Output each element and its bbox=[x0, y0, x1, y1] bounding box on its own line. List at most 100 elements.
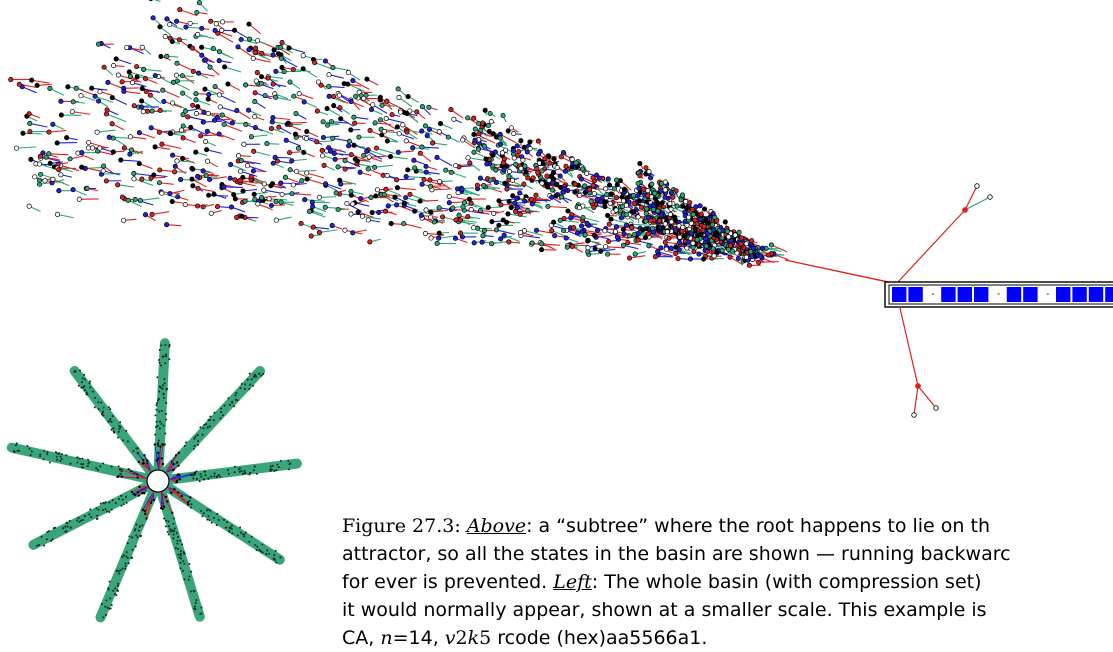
node bbox=[563, 169, 567, 173]
node bbox=[161, 508, 163, 510]
node bbox=[157, 130, 161, 134]
edge bbox=[900, 308, 918, 386]
node bbox=[397, 95, 401, 99]
node bbox=[120, 569, 122, 571]
basin-graph bbox=[12, 343, 297, 618]
node bbox=[158, 390, 160, 392]
node bbox=[420, 145, 424, 149]
node bbox=[235, 392, 237, 394]
caption-text-1: : a “subtree” where the root happens to … bbox=[526, 515, 990, 537]
node bbox=[627, 256, 631, 260]
node bbox=[352, 143, 356, 147]
node bbox=[349, 212, 353, 216]
node bbox=[575, 231, 579, 235]
node bbox=[207, 477, 209, 479]
node bbox=[157, 425, 159, 427]
node bbox=[579, 177, 583, 181]
node bbox=[9, 77, 13, 81]
node bbox=[280, 40, 284, 44]
node bbox=[56, 456, 58, 458]
node bbox=[252, 385, 254, 387]
node bbox=[173, 530, 175, 532]
node bbox=[685, 246, 689, 250]
node bbox=[202, 110, 206, 114]
node bbox=[669, 191, 673, 195]
node bbox=[125, 430, 127, 432]
node bbox=[349, 152, 353, 156]
node bbox=[43, 458, 45, 460]
node bbox=[472, 150, 476, 154]
node bbox=[622, 187, 626, 191]
node bbox=[71, 187, 75, 191]
node bbox=[569, 216, 573, 220]
node bbox=[88, 463, 90, 465]
node bbox=[310, 204, 314, 208]
node bbox=[109, 408, 111, 410]
node bbox=[591, 176, 595, 180]
node bbox=[355, 159, 359, 163]
node bbox=[160, 191, 164, 195]
node bbox=[323, 182, 327, 186]
node bbox=[621, 199, 625, 203]
node bbox=[565, 245, 569, 249]
node bbox=[31, 450, 33, 452]
arm-body bbox=[170, 464, 297, 480]
node bbox=[46, 531, 48, 533]
edge bbox=[376, 148, 394, 154]
node bbox=[219, 476, 221, 478]
node bbox=[168, 191, 172, 195]
node bbox=[188, 579, 190, 581]
node bbox=[293, 132, 297, 136]
node bbox=[170, 531, 172, 533]
node bbox=[150, 502, 152, 504]
node bbox=[239, 37, 243, 41]
node bbox=[145, 517, 147, 519]
node bbox=[669, 246, 673, 250]
edge bbox=[521, 235, 540, 237]
node bbox=[284, 138, 288, 142]
node bbox=[196, 599, 198, 601]
node bbox=[591, 183, 595, 187]
node bbox=[156, 409, 158, 411]
node bbox=[137, 447, 139, 449]
node bbox=[158, 25, 162, 29]
node bbox=[176, 532, 178, 534]
node bbox=[191, 103, 195, 107]
node bbox=[88, 513, 90, 515]
node bbox=[80, 463, 82, 465]
node bbox=[136, 476, 138, 478]
node bbox=[632, 201, 636, 205]
node bbox=[505, 187, 509, 191]
node bbox=[236, 154, 240, 158]
caption-line-3: for ever is prevented. Left: The whole b… bbox=[342, 568, 1113, 596]
node bbox=[385, 139, 389, 143]
node bbox=[451, 206, 455, 210]
node bbox=[111, 466, 113, 468]
node bbox=[723, 220, 727, 224]
node bbox=[121, 556, 123, 558]
edge bbox=[897, 210, 965, 283]
node bbox=[247, 22, 251, 26]
node bbox=[397, 132, 401, 136]
node bbox=[253, 50, 257, 54]
node bbox=[138, 198, 142, 202]
node bbox=[107, 135, 111, 139]
node bbox=[466, 214, 470, 218]
attractor-cell bbox=[998, 293, 1000, 295]
node bbox=[105, 501, 107, 503]
node bbox=[101, 164, 105, 168]
node bbox=[121, 218, 125, 222]
attractor-cell bbox=[941, 287, 955, 302]
node bbox=[170, 199, 174, 203]
node bbox=[518, 191, 522, 195]
node bbox=[209, 19, 213, 23]
node bbox=[747, 263, 751, 267]
node bbox=[330, 223, 334, 227]
node bbox=[180, 550, 182, 552]
node bbox=[79, 94, 83, 98]
edge bbox=[225, 67, 241, 72]
node bbox=[114, 593, 116, 595]
node bbox=[338, 105, 342, 109]
node bbox=[477, 132, 481, 136]
node bbox=[351, 78, 355, 82]
